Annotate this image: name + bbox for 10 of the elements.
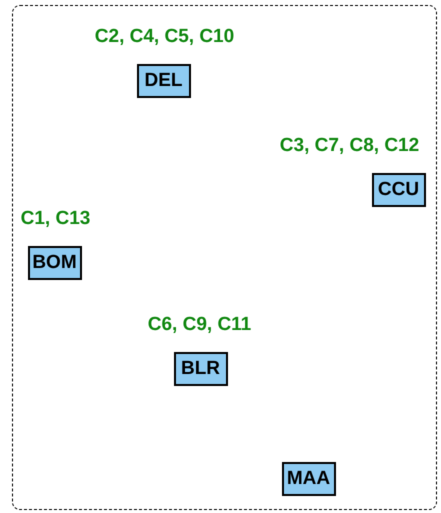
dashed-frame	[12, 5, 437, 510]
city-box: CCU	[372, 172, 426, 206]
city-box: MAA	[282, 462, 336, 496]
route-list: C6, C9, C11	[148, 314, 252, 336]
city-box: BLR	[174, 352, 228, 386]
city-box: DEL	[136, 64, 190, 98]
route-list: C3, C7, C8, C12	[280, 134, 420, 156]
route-list: C2, C4, C5, C10	[94, 26, 234, 48]
route-list: C1, C13	[20, 208, 90, 230]
city-box: BOM	[28, 246, 82, 280]
